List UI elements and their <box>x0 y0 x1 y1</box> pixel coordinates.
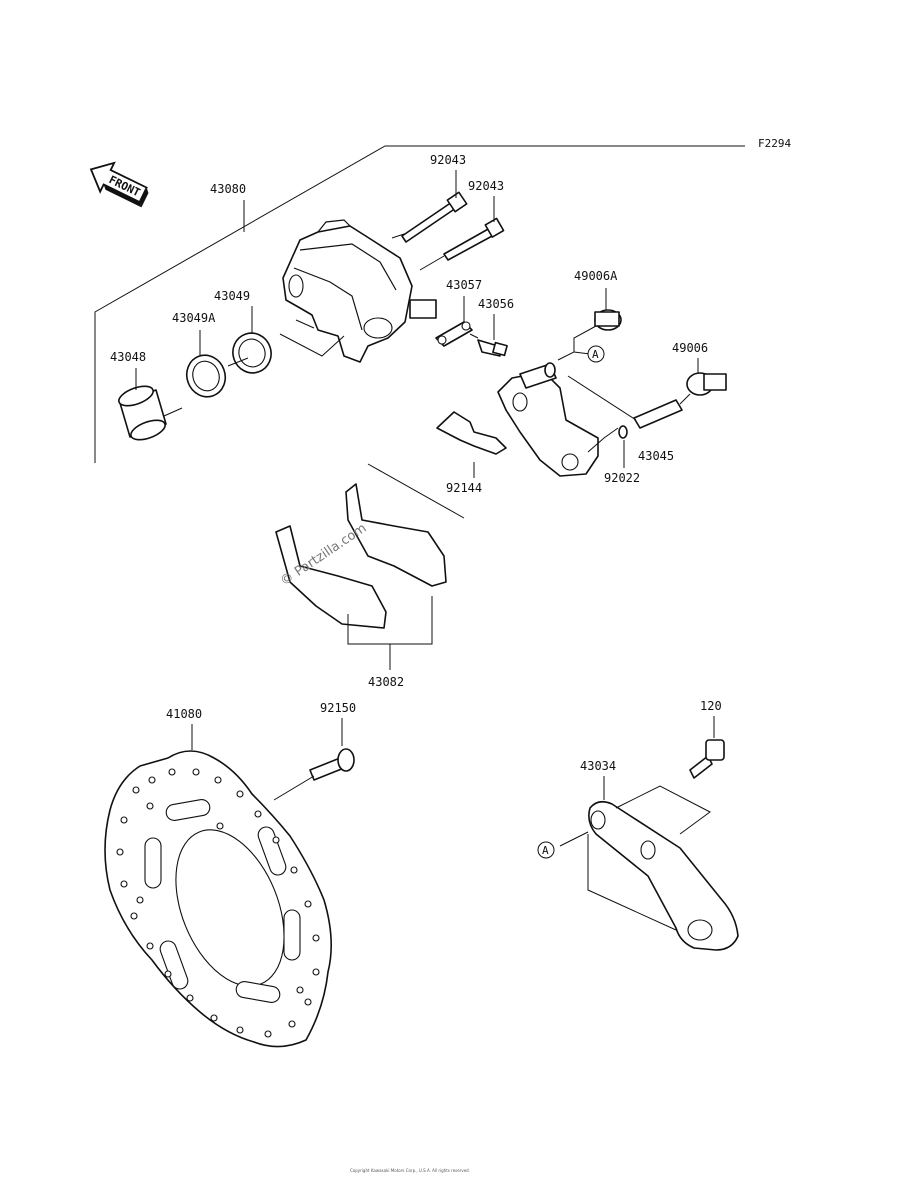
part-label-43049[interactable]: 43049 <box>214 289 250 303</box>
part-label-49006[interactable]: 49006 <box>672 341 708 355</box>
reference-callout-a-lower: A <box>537 841 555 859</box>
bushing-lower[interactable] <box>686 372 727 396</box>
part-label-43049a[interactable]: 43049A <box>172 311 216 325</box>
part-label-92043[interactable]: 92043 <box>468 179 504 193</box>
bleeder-valve[interactable] <box>477 339 508 357</box>
part-label-120[interactable]: 120 <box>700 699 722 713</box>
torque-link[interactable] <box>588 800 739 951</box>
callout-a-label: A <box>592 348 599 361</box>
pin-bolt-lower[interactable] <box>443 217 505 261</box>
o-ring[interactable] <box>618 425 628 439</box>
brake-disc[interactable] <box>104 750 332 1048</box>
part-label-49006a[interactable]: 49006A <box>574 269 618 283</box>
bleeder-cap[interactable] <box>435 321 473 347</box>
leader-lines <box>135 170 715 931</box>
piston-seal[interactable] <box>227 328 276 379</box>
callout-a-label: A <box>542 844 549 857</box>
caliper-bracket[interactable] <box>497 362 599 477</box>
part-label-92144[interactable]: 92144 <box>446 481 482 495</box>
brake-pad-front[interactable] <box>275 525 387 629</box>
part-label-92150[interactable]: 92150 <box>320 701 356 715</box>
part-label-43045[interactable]: 43045 <box>638 449 674 463</box>
part-label-43057[interactable]: 43057 <box>446 278 482 292</box>
part-label-43080[interactable]: 43080 <box>210 182 246 196</box>
part-label-43034[interactable]: 43034 <box>580 759 616 773</box>
part-label-92022[interactable]: 92022 <box>604 471 640 485</box>
link-bolt[interactable] <box>689 739 725 779</box>
part-label-43082[interactable]: 43082 <box>368 675 404 689</box>
part-label-43048[interactable]: 43048 <box>110 350 146 364</box>
disc-bolt[interactable] <box>309 748 355 781</box>
piston[interactable] <box>116 382 167 443</box>
dust-seal[interactable] <box>181 350 231 402</box>
brake-pad-rear[interactable] <box>345 483 447 587</box>
reference-callout-a-upper: A <box>587 345 605 363</box>
front-direction-arrow: FRONT <box>89 161 149 208</box>
part-label-41080[interactable]: 41080 <box>166 707 202 721</box>
bushing-upper[interactable] <box>594 309 622 331</box>
figure-code: F2294 <box>758 137 791 150</box>
pad-spring[interactable] <box>436 411 507 455</box>
pin-bolt-upper[interactable] <box>401 191 468 243</box>
caliper-body[interactable] <box>282 219 437 363</box>
assembly-frame <box>94 145 745 463</box>
sleeve-pin[interactable] <box>633 399 683 429</box>
part-labels: 43080 92043 92043 43049 43049A 43048 430… <box>110 153 722 773</box>
footer-copyright: Copyright Kawasaki Motors Corp., U.S.A. … <box>350 1168 470 1173</box>
part-label-43056[interactable]: 43056 <box>478 297 514 311</box>
divider-line <box>367 463 465 519</box>
part-label-92043[interactable]: 92043 <box>430 153 466 167</box>
